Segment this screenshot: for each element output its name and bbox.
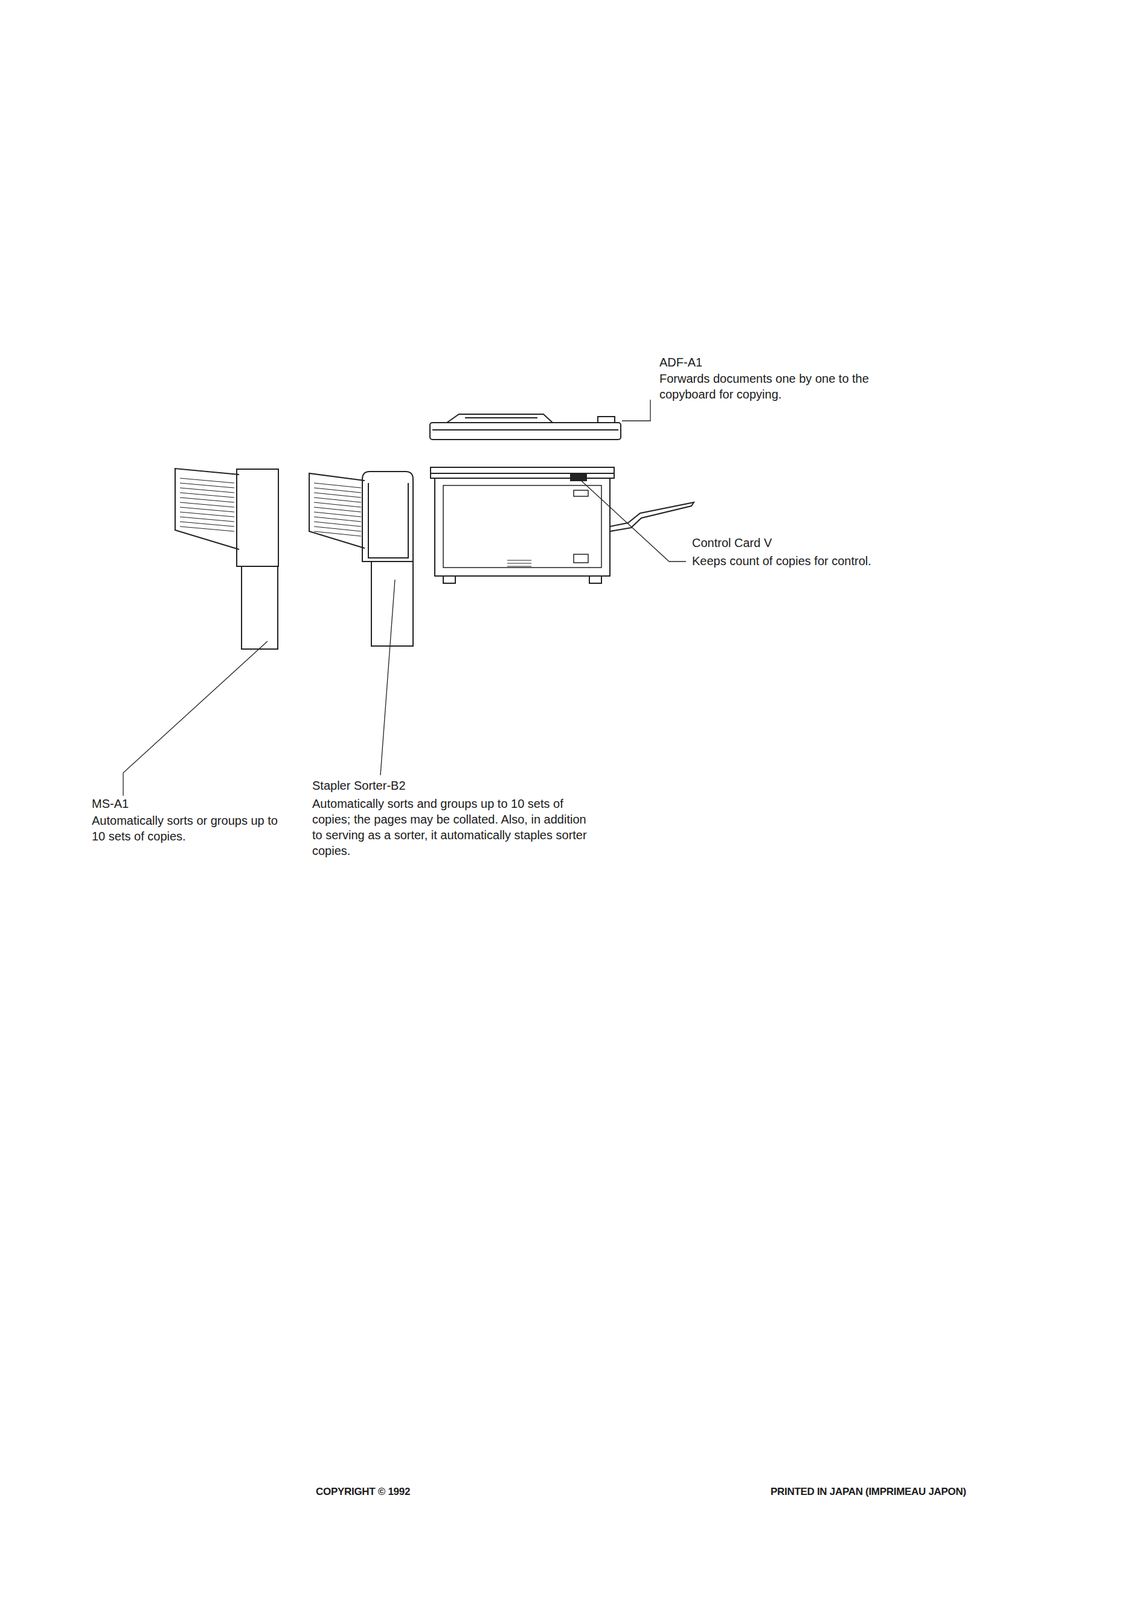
bin-stroke <box>179 526 235 532</box>
bin-stroke <box>179 502 235 508</box>
bin-stroke <box>179 507 235 513</box>
bin-stroke <box>314 516 362 522</box>
print-note: PRINTED IN JAPAN (IMPRIMEAU JAPON) <box>770 1485 967 1499</box>
bin-stroke <box>179 512 235 517</box>
part-name: ADF-A1 <box>659 354 901 371</box>
part-name: Stapler Sorter-B2 <box>312 777 590 794</box>
mailbox-sorter <box>175 468 279 650</box>
bin-stroke <box>314 526 362 532</box>
bin-stroke <box>179 492 235 498</box>
adf-unit <box>429 414 621 440</box>
bin-stroke <box>314 512 362 517</box>
bin-stroke <box>179 483 235 488</box>
bin-stroke <box>314 487 362 493</box>
leader-lines <box>123 399 686 796</box>
stapler-sorter <box>309 471 414 647</box>
copier-body <box>430 467 694 584</box>
part-description: Automatically sorts or groups up to 10 s… <box>91 812 286 845</box>
copyright-note: COPYRIGHT © 1992 <box>315 1485 411 1499</box>
bin-stroke <box>314 483 362 488</box>
part-description: Forwards documents one by one to the cop… <box>659 370 877 403</box>
part-name: Control Card V <box>692 535 874 551</box>
bin-stroke <box>179 521 235 527</box>
part-description: Keeps count of copies for control. <box>692 553 874 569</box>
bin-stroke <box>314 492 362 498</box>
bin-stroke <box>179 487 235 493</box>
bin-stroke <box>179 497 235 503</box>
bin-stroke <box>314 507 362 513</box>
part-name: MS-A1 <box>91 795 286 812</box>
part-description: Automatically sorts and groups up to 10 … <box>312 795 590 859</box>
bin-stroke <box>314 531 362 537</box>
bin-stroke <box>314 521 362 527</box>
bin-stroke <box>314 497 362 503</box>
bin-stroke <box>314 502 362 508</box>
bin-stroke <box>179 478 235 484</box>
bin-stroke <box>179 516 235 522</box>
